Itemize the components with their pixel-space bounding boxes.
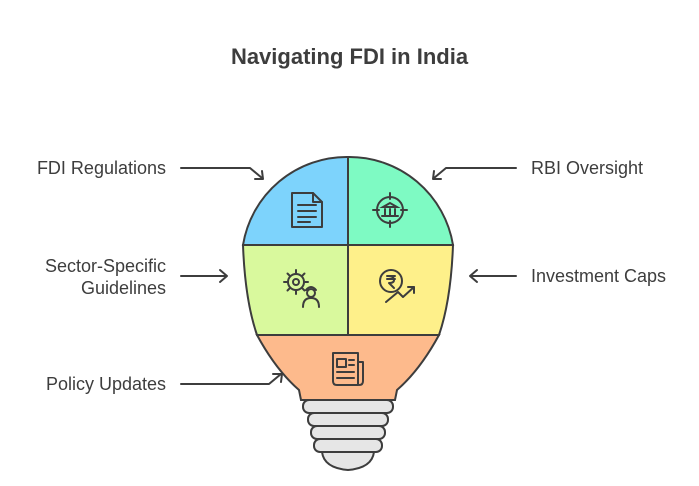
label-sector-line2: Guidelines (80, 278, 166, 298)
page-title: Navigating FDI in India (230, 44, 469, 69)
label-policy-updates: Policy Updates (45, 374, 166, 394)
rupee-growth-icon (379, 269, 415, 303)
label-rbi-oversight: RBI Oversight (531, 158, 644, 178)
label-investment-caps: Investment Caps (531, 266, 667, 286)
arrow-rbi-oversight (433, 167, 517, 179)
connector-arrows (180, 167, 517, 385)
newspaper-icon (332, 352, 364, 386)
arrow-policy-updates (180, 373, 282, 385)
quadrant-policy-updates (255, 334, 441, 401)
label-sector-specific: Sector-Specific Guidelines (45, 255, 166, 299)
bank-target-icon (372, 192, 408, 228)
document-icon (291, 192, 323, 228)
quadrant-fdi-regulations (241, 155, 349, 246)
arrow-fdi-regulations (180, 167, 263, 179)
label-fdi-regulations: FDI Regulations (36, 158, 166, 178)
bulb-base (302, 399, 394, 472)
gear-worker-icon (283, 269, 320, 308)
quadrant-investment-caps (347, 244, 455, 336)
label-sector-line1: Sector-Specific (44, 256, 166, 276)
